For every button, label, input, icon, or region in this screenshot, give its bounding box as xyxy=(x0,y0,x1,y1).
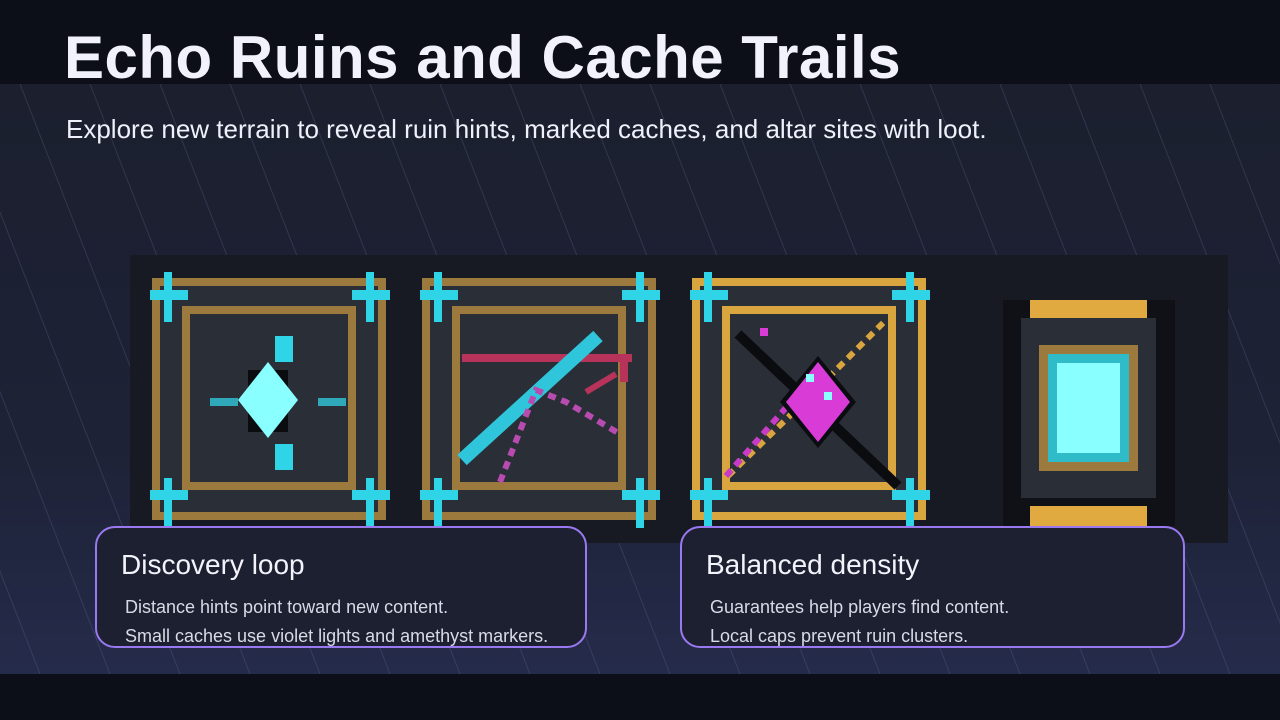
card-line: Guarantees help players find content. xyxy=(710,597,1010,617)
amethyst-altar-tile[interactable] xyxy=(678,264,940,534)
violet-gem-icon xyxy=(678,264,940,534)
rain-streak xyxy=(1139,84,1280,445)
rain-streak xyxy=(0,570,41,674)
card-line: Small caches use violet lights and ameth… xyxy=(125,626,549,646)
card-line: Distance hints point toward new content. xyxy=(125,597,449,617)
altar-pedestal-icon xyxy=(1003,300,1175,526)
cyan-crystal-icon xyxy=(138,264,400,534)
rain-streak xyxy=(0,390,111,674)
rain-streak xyxy=(1209,84,1280,265)
glowing-altar-tile[interactable] xyxy=(1003,300,1175,526)
card-title: Discovery loop xyxy=(121,549,305,580)
bottom-bar xyxy=(0,674,1280,720)
card-line: Local caps prevent ruin clusters. xyxy=(710,626,969,646)
card-title: Balanced density xyxy=(706,549,920,580)
slide-subtitle: Explore new terrain to reveal ruin hints… xyxy=(66,114,987,144)
discovery-loop-card: Discovery loop Distance hints point towa… xyxy=(95,526,587,648)
echo-crystal-ruin-tile[interactable] xyxy=(138,264,400,534)
slide-title: Echo Ruins and Cache Trails xyxy=(64,24,902,91)
top-bar xyxy=(0,0,1280,84)
bow-icon xyxy=(408,264,670,534)
bow-cache-tile[interactable] xyxy=(408,264,670,534)
balanced-density-card: Balanced density Guarantees help players… xyxy=(680,526,1185,648)
